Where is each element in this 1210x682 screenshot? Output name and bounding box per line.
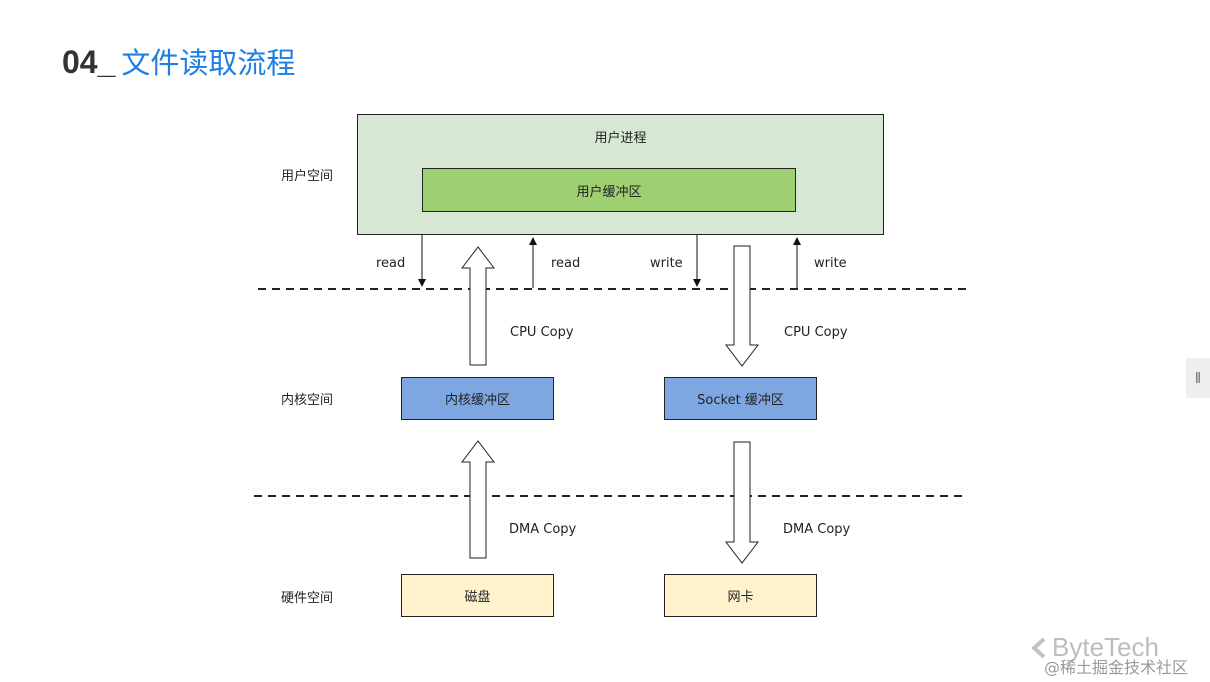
cpu-copy-label-right: CPU Copy (784, 325, 848, 340)
title-number: 04 (62, 44, 98, 80)
socket-buffer-box: Socket 缓冲区 (664, 377, 817, 420)
disk-label: 磁盘 (464, 590, 491, 605)
disk-box: 磁盘 (401, 574, 554, 617)
cpu-copy-down-arrow (724, 245, 760, 367)
socket-buffer-label: Socket 缓冲区 (697, 393, 784, 408)
read-label-right: read (551, 256, 581, 271)
zone-label-kernel-space: 内核空间 (281, 393, 334, 408)
zone-label-user-space: 用户空间 (281, 169, 334, 184)
side-scroll-handle[interactable]: ‖ (1186, 358, 1210, 398)
page-title: 04 _ 文件读取流程 (62, 40, 295, 84)
nic-label: 网卡 (727, 590, 754, 605)
user-buffer-label: 用户缓冲区 (576, 184, 642, 200)
kernel-buffer-box: 内核缓冲区 (401, 377, 554, 420)
bytetech-logo-text: ByteTech (1052, 632, 1159, 662)
title-separator: _ (97, 44, 116, 80)
title-text: 文件读取流程 (121, 46, 296, 80)
kernel-buffer-label: 内核缓冲区 (444, 393, 510, 408)
watermark-text: @稀土掘金技术社区 (1044, 658, 1189, 677)
dma-copy-up-arrow (460, 440, 496, 559)
cpu-copy-up-arrow (460, 246, 496, 366)
user-process-label: 用户进程 (594, 131, 647, 146)
cpu-copy-label-left: CPU Copy (510, 325, 574, 340)
dma-copy-label-right: DMA Copy (783, 522, 851, 537)
bytetech-logo: ByteTech (1030, 632, 1159, 663)
nic-box: 网卡 (664, 574, 817, 617)
zone-label-hardware-space: 硬件空间 (281, 591, 334, 606)
drag-handle-icon: ‖ (1194, 369, 1202, 387)
read-label-left: read (376, 256, 406, 271)
bytetech-chevron-icon (1032, 637, 1046, 658)
dma-copy-down-arrow (724, 441, 760, 564)
dma-copy-label-left: DMA Copy (509, 522, 577, 537)
write-label-right: write (814, 256, 847, 271)
write-label-left: write (650, 256, 683, 271)
user-buffer-box: 用户缓冲区 (422, 168, 796, 212)
